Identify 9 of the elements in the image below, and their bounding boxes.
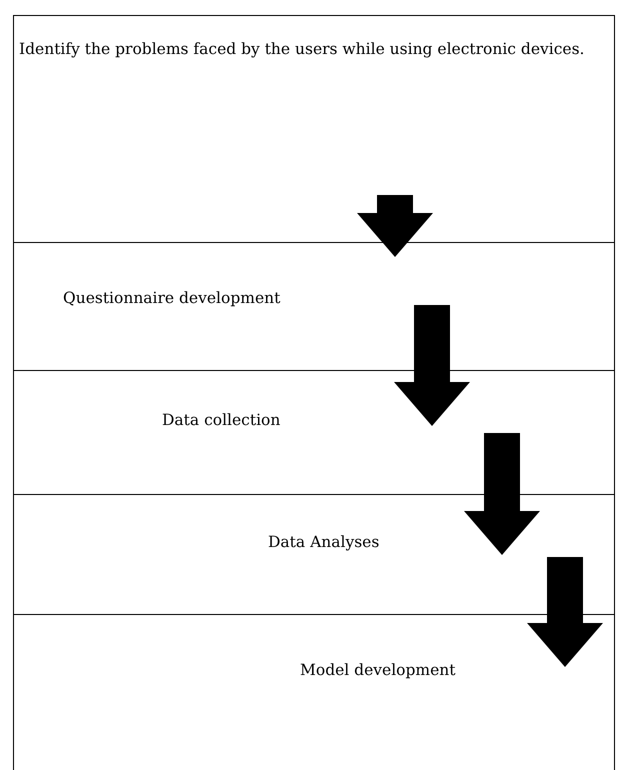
- step-text: Data collection: [162, 410, 280, 431]
- step-text: Questionnaire development: [63, 288, 280, 309]
- block-arrow: [527, 557, 603, 667]
- step-text: Data Analyses: [268, 532, 380, 553]
- block-arrow: [464, 433, 540, 555]
- block-arrow: [394, 305, 470, 426]
- step-text: Identify the problems faced by the users while using electronic devices.: [19, 39, 586, 60]
- block-arrow: [357, 195, 433, 257]
- step-text: Model development: [300, 660, 456, 681]
